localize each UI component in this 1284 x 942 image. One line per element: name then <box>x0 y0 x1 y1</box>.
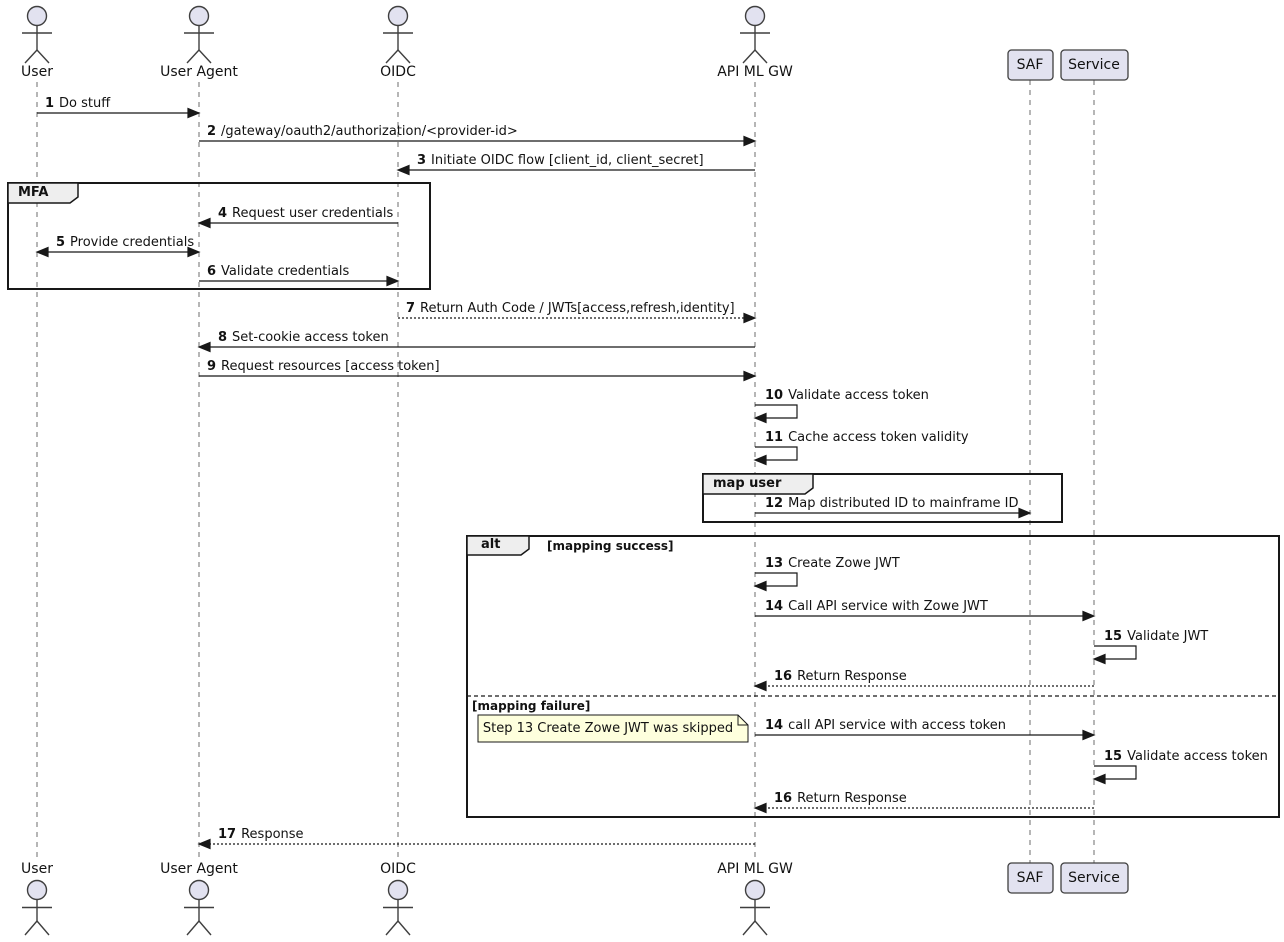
participant-label-service-top: Service <box>1068 57 1120 73</box>
actor-icon-api-ml-gw-bottom <box>740 879 770 936</box>
participant-label-service-bottom: Service <box>1068 870 1120 886</box>
actor-icon-user <box>22 5 52 64</box>
actor-icon-oidc <box>383 5 413 64</box>
alt-group-tab <box>466 535 530 556</box>
actor-icon-user-bottom <box>22 879 52 936</box>
participant-label-user-top: User <box>21 64 53 80</box>
alt-group-frame <box>466 535 1280 818</box>
map-user-group-tab <box>702 473 814 495</box>
participant-label-user-bottom: User <box>21 861 53 877</box>
actor-icon-oidc-bottom <box>383 879 413 936</box>
mfa-group-frame <box>7 182 431 290</box>
bottom-actor-figures <box>22 879 770 936</box>
mfa-group-tab <box>7 182 79 204</box>
saf-box-top <box>1007 49 1054 81</box>
arrow-15-self <box>1092 645 1137 665</box>
actor-icon-user-agent-bottom <box>184 879 214 936</box>
participant-boxes <box>1007 49 1129 894</box>
group-frames <box>7 182 1280 818</box>
participant-label-saf-bottom: SAF <box>1016 870 1044 886</box>
arrow-13-self <box>753 572 798 592</box>
message-arrows <box>35 107 1137 850</box>
actor-icon-api-ml-gw <box>740 5 770 64</box>
map-user-group-frame <box>702 473 1063 523</box>
mfa-group-label: MFA <box>18 185 49 200</box>
participant-label-api-ml-gw-bottom: API ML GW <box>717 861 793 877</box>
note-shape <box>477 714 749 743</box>
alt-guard-success-label: [mapping success] <box>547 539 674 553</box>
saf-box-bottom <box>1007 862 1054 894</box>
service-box-bottom <box>1060 862 1129 894</box>
message-label-2: 2/gateway/oauth2/authorization/<provider… <box>207 124 518 139</box>
lifelines <box>36 80 1095 863</box>
participant-label-oidc-top: OIDC <box>380 64 416 80</box>
participant-label-user-agent-top: User Agent <box>160 64 238 80</box>
participant-label-saf-top: SAF <box>1016 57 1044 73</box>
arrow-15-failure-self <box>1092 765 1137 785</box>
arrow-10-self <box>753 404 798 424</box>
map-user-group-label: map user <box>713 476 782 491</box>
participant-label-user-agent-bottom: User Agent <box>160 861 238 877</box>
arrow-11-self <box>753 446 798 466</box>
service-box-top <box>1060 49 1129 81</box>
top-actor-figures <box>22 5 770 64</box>
alt-group-label: alt <box>481 537 501 552</box>
participant-label-api-ml-gw-top: API ML GW <box>717 64 793 80</box>
alt-guard-failure-label: [mapping failure] <box>472 699 591 713</box>
note: Step 13 Create Zowe JWT was skipped <box>482 721 734 736</box>
actor-icon-user-agent <box>184 5 214 64</box>
participant-label-oidc-bottom: OIDC <box>380 861 416 877</box>
